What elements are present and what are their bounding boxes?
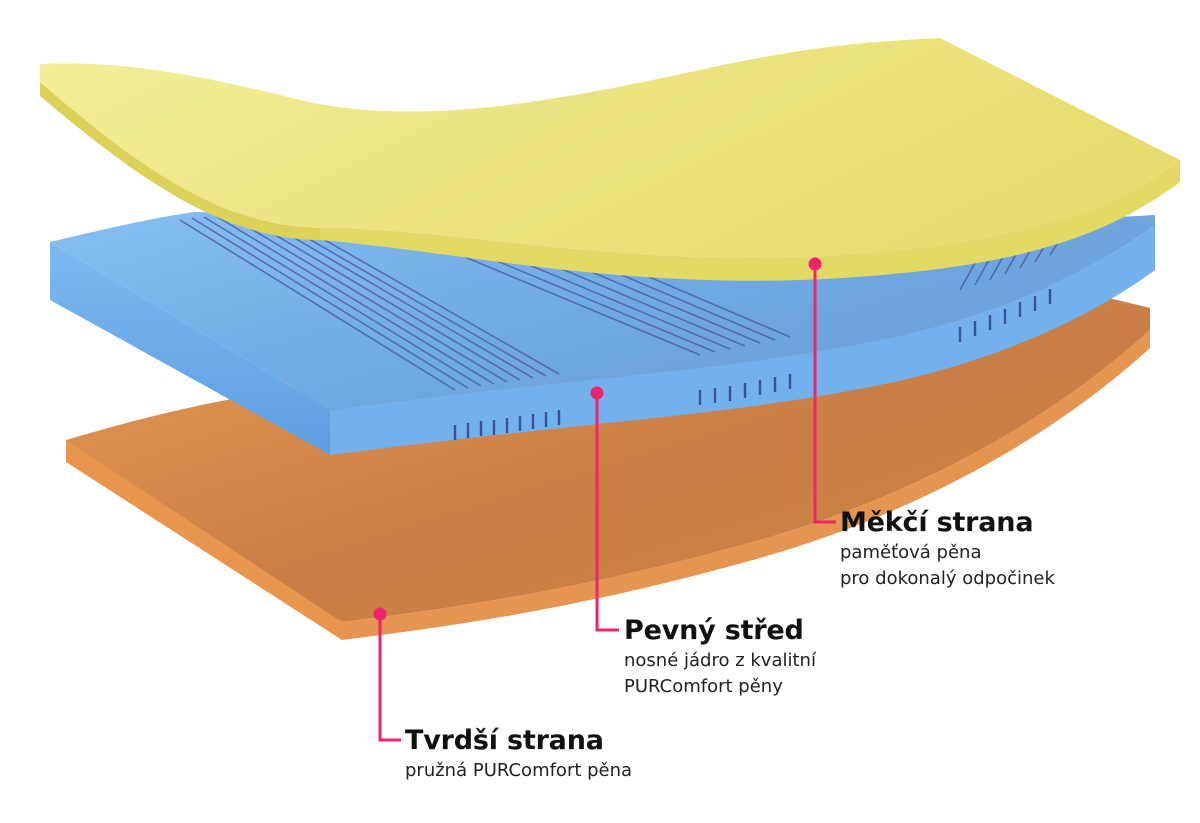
soft-layer-side-edge	[320, 160, 1180, 281]
core-layer-front-edge	[50, 242, 330, 455]
callout-core	[590, 386, 619, 632]
callout-core-dot	[590, 386, 604, 400]
core-layer-side-edge	[330, 225, 1155, 455]
core-desc-line-2: PURComfort pěny	[624, 676, 783, 697]
soft-layer-top	[40, 38, 1180, 259]
core-label: Pevný střed nosné jádro z kvalitní PURCo…	[624, 614, 816, 700]
callout-hard-dot	[373, 607, 387, 621]
callout-core-line	[595, 393, 619, 632]
core-layer	[50, 211, 1155, 455]
callout-soft-dot	[808, 257, 822, 271]
core-desc-line-1: nosné jádro z kvalitní	[624, 650, 816, 671]
hard-side-label: Tvrdší strana pružná PURComfort pěna	[405, 724, 632, 784]
core-groove-notches	[453, 289, 1052, 440]
hard-layer-front-edge	[66, 440, 342, 640]
soft-side-desc-line-1: paměťová pěna	[840, 542, 982, 563]
soft-side-label: Měkčí strana paměťová pěna pro dokonalý …	[840, 506, 1055, 592]
core-title: Pevný střed	[624, 615, 804, 646]
callout-hard-line	[378, 614, 401, 742]
soft-side-desc-line-2: pro dokonalý odpočinek	[840, 568, 1055, 589]
hard-side-desc-line-1: pružná PURComfort pěna	[405, 760, 633, 781]
soft-side-title: Měkčí strana	[840, 507, 1034, 538]
callout-hard	[373, 607, 401, 742]
callout-soft	[808, 257, 836, 524]
callout-soft-line	[813, 264, 836, 524]
hard-side-title: Tvrdší strana	[405, 725, 604, 756]
soft-layer	[40, 38, 1180, 281]
